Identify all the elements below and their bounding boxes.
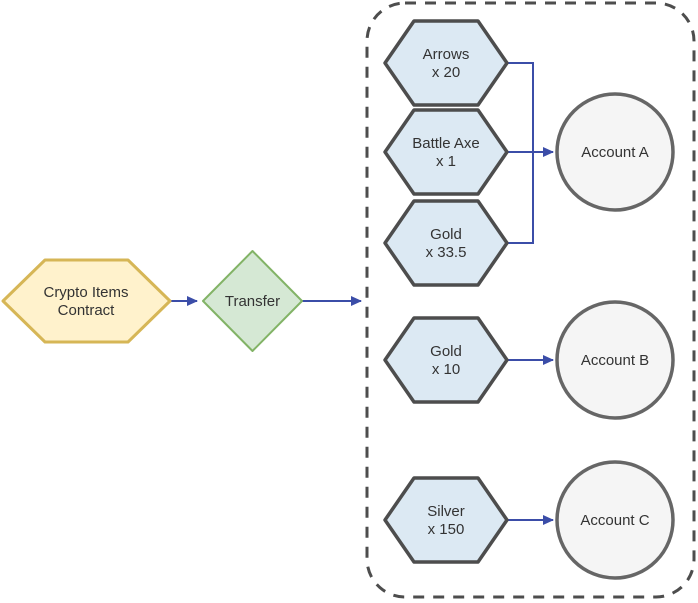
node-transfer[interactable]: Transfer — [202, 250, 303, 352]
contract-label-line2: Contract — [58, 302, 116, 319]
item-qty-label: x 10 — [432, 361, 460, 378]
node-item-gold-33[interactable]: Gold x 33.5 — [383, 199, 509, 287]
item-qty-label: x 33.5 — [426, 244, 467, 261]
node-account-c[interactable]: Account C — [555, 460, 675, 580]
item-hexagon[interactable] — [383, 476, 509, 564]
contract-label-line1: Crypto Items — [43, 284, 128, 301]
node-item-arrows[interactable]: Arrows x 20 — [383, 19, 509, 107]
item-name-label: Silver — [427, 503, 465, 520]
item-hexagon[interactable] — [383, 108, 509, 196]
node-item-silver[interactable]: Silver x 150 — [383, 476, 509, 564]
transfer-diamond[interactable] — [202, 250, 303, 352]
edge-arrows-to-junction[interactable] — [507, 62, 534, 152]
node-item-gold-10[interactable]: Gold x 10 — [383, 316, 509, 404]
item-hexagon[interactable] — [383, 199, 509, 287]
transfer-group-container[interactable] — [365, 1, 696, 599]
node-account-b[interactable]: Account B — [555, 300, 675, 420]
contract-hexagon[interactable] — [1, 258, 172, 344]
account-label: Account B — [581, 352, 649, 369]
node-account-a[interactable]: Account A — [555, 92, 675, 212]
transfer-label: Transfer — [225, 293, 280, 310]
account-label: Account C — [580, 512, 649, 529]
item-qty-label: x 150 — [428, 521, 465, 538]
item-name-label: Battle Axe — [412, 135, 480, 152]
account-circle[interactable] — [555, 460, 675, 580]
item-qty-label: x 1 — [436, 153, 456, 170]
item-name-label: Gold — [430, 226, 462, 243]
node-item-battle-axe[interactable]: Battle Axe x 1 — [383, 108, 509, 196]
item-hexagon[interactable] — [383, 19, 509, 107]
edge-gold-33-to-junction[interactable] — [507, 152, 534, 244]
item-name-label: Arrows — [423, 46, 470, 63]
account-circle[interactable] — [555, 92, 675, 212]
node-crypto-items-contract[interactable]: Crypto Items Contract — [1, 258, 172, 344]
account-label: Account A — [581, 144, 649, 161]
account-circle[interactable] — [555, 300, 675, 420]
item-name-label: Gold — [430, 343, 462, 360]
item-hexagon[interactable] — [383, 316, 509, 404]
item-qty-label: x 20 — [432, 64, 460, 81]
